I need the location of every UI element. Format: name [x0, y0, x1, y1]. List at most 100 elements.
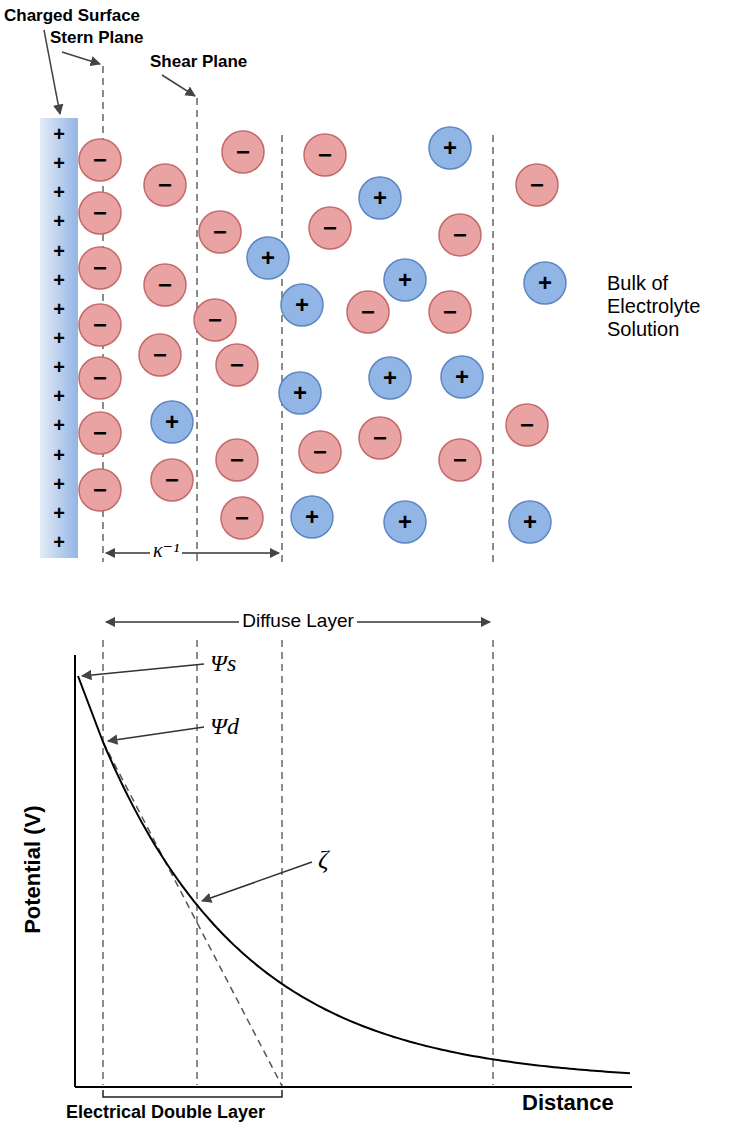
- anion-circle: −: [78, 356, 122, 400]
- surface-charge: +: [53, 241, 65, 261]
- cation-circle: +: [508, 500, 552, 544]
- ion-charge: −: [530, 173, 544, 197]
- ion-circle: [384, 501, 426, 543]
- ion-circle: [429, 127, 471, 169]
- ion-charge: −: [213, 220, 227, 244]
- ion-circle: [299, 431, 341, 473]
- anion-circle: −: [438, 213, 482, 257]
- ion-circle: [151, 459, 193, 501]
- ion-circle: [144, 164, 186, 206]
- cation-circle: +: [440, 355, 484, 399]
- cation-circle: +: [523, 261, 567, 305]
- charged-surface: +++++++++++++++: [40, 118, 78, 558]
- surface-label: Charged Surface: [4, 6, 140, 26]
- ion-circle: [247, 237, 289, 279]
- ion-circle: [359, 417, 401, 459]
- axis-title: Potential (V): [19, 806, 44, 934]
- cation-circle: +: [383, 500, 427, 544]
- ion-charge: +: [523, 510, 537, 534]
- x-axis: [75, 1086, 632, 1088]
- anion-circle: −: [358, 416, 402, 460]
- anion-circle: −: [78, 138, 122, 182]
- ion-charge: −: [236, 140, 250, 164]
- ion-circle: [524, 262, 566, 304]
- axis-title: Distance: [522, 1090, 614, 1115]
- ion-charge: +: [295, 293, 309, 317]
- ion-circle: [279, 372, 321, 414]
- ion-circle: [304, 134, 346, 176]
- surface-charge: +: [53, 270, 65, 290]
- potential-label: Ψd: [210, 713, 239, 741]
- anion-circle: −: [515, 163, 559, 207]
- anion-circle: −: [346, 290, 390, 334]
- ion-circle: [429, 291, 471, 333]
- cation-circle: +: [246, 236, 290, 280]
- anion-circle: −: [215, 343, 259, 387]
- ion-charge: +: [398, 268, 412, 292]
- anion-circle: −: [138, 333, 182, 377]
- bracket: [103, 1090, 282, 1097]
- ion-circle: [439, 214, 481, 256]
- ion-charge: −: [93, 201, 107, 225]
- ion-circle: [79, 304, 121, 346]
- bracket-label: Electrical Double Layer: [66, 1102, 265, 1123]
- anion-circle: −: [143, 163, 187, 207]
- ion-circle: [216, 344, 258, 386]
- ion-charge: −: [158, 273, 172, 297]
- ion-circle: [506, 404, 548, 446]
- ion-charge: −: [230, 448, 244, 472]
- ion-charge: +: [538, 271, 552, 295]
- potential-curve: [78, 676, 630, 1073]
- ion-circle: [79, 412, 121, 454]
- ion-circle: [281, 284, 323, 326]
- dimension-arrow: [106, 552, 279, 554]
- ion-charge: −: [453, 223, 467, 247]
- cation-circle: +: [150, 400, 194, 444]
- ion-circle: [79, 357, 121, 399]
- ion-charge: −: [373, 426, 387, 450]
- ion-charge: −: [93, 148, 107, 172]
- stern-plane-line: [102, 640, 104, 1085]
- surface-charge: +: [53, 415, 65, 435]
- ion-charge: −: [158, 173, 172, 197]
- ion-circle: [441, 356, 483, 398]
- leader-line: [62, 52, 100, 64]
- ion-charge: −: [313, 440, 327, 464]
- ion-charge: +: [305, 505, 319, 529]
- tangent-line: [103, 742, 282, 1086]
- anion-circle: −: [193, 298, 237, 342]
- ion-circle: [359, 177, 401, 219]
- surface-charge: +: [53, 386, 65, 406]
- ion-charge: −: [235, 506, 249, 530]
- y-axis: [74, 655, 76, 1087]
- surface-charge: +: [53, 328, 65, 348]
- ion-charge: −: [230, 353, 244, 377]
- anion-circle: −: [198, 210, 242, 254]
- ion-circle: [516, 164, 558, 206]
- ion-charge: −: [318, 143, 332, 167]
- dimension-label: κ⁻¹: [150, 539, 182, 562]
- ion-charge: −: [323, 216, 337, 240]
- anion-circle: −: [78, 246, 122, 290]
- cation-circle: +: [358, 176, 402, 220]
- debye-length-line: [281, 640, 283, 1085]
- ion-charge: −: [93, 366, 107, 390]
- ion-circle: [222, 131, 264, 173]
- anion-circle: −: [150, 458, 194, 502]
- plane-label: Stern Plane: [50, 28, 144, 48]
- anion-circle: −: [298, 430, 342, 474]
- ion-charge: +: [373, 186, 387, 210]
- plane-label: Shear Plane: [150, 52, 247, 72]
- ion-charge: +: [293, 381, 307, 405]
- ion-charge: −: [93, 478, 107, 502]
- dimension-label: Diffuse Layer: [239, 610, 357, 632]
- anion-circle: −: [303, 133, 347, 177]
- surface-charge: +: [53, 211, 65, 231]
- ion-circle: [221, 497, 263, 539]
- surface-charge: +: [53, 357, 65, 377]
- ion-charge: +: [398, 510, 412, 534]
- debye-length-line: [281, 135, 283, 562]
- cation-circle: +: [383, 258, 427, 302]
- potential-label: Ψs: [210, 650, 236, 678]
- ion-circle: [144, 264, 186, 306]
